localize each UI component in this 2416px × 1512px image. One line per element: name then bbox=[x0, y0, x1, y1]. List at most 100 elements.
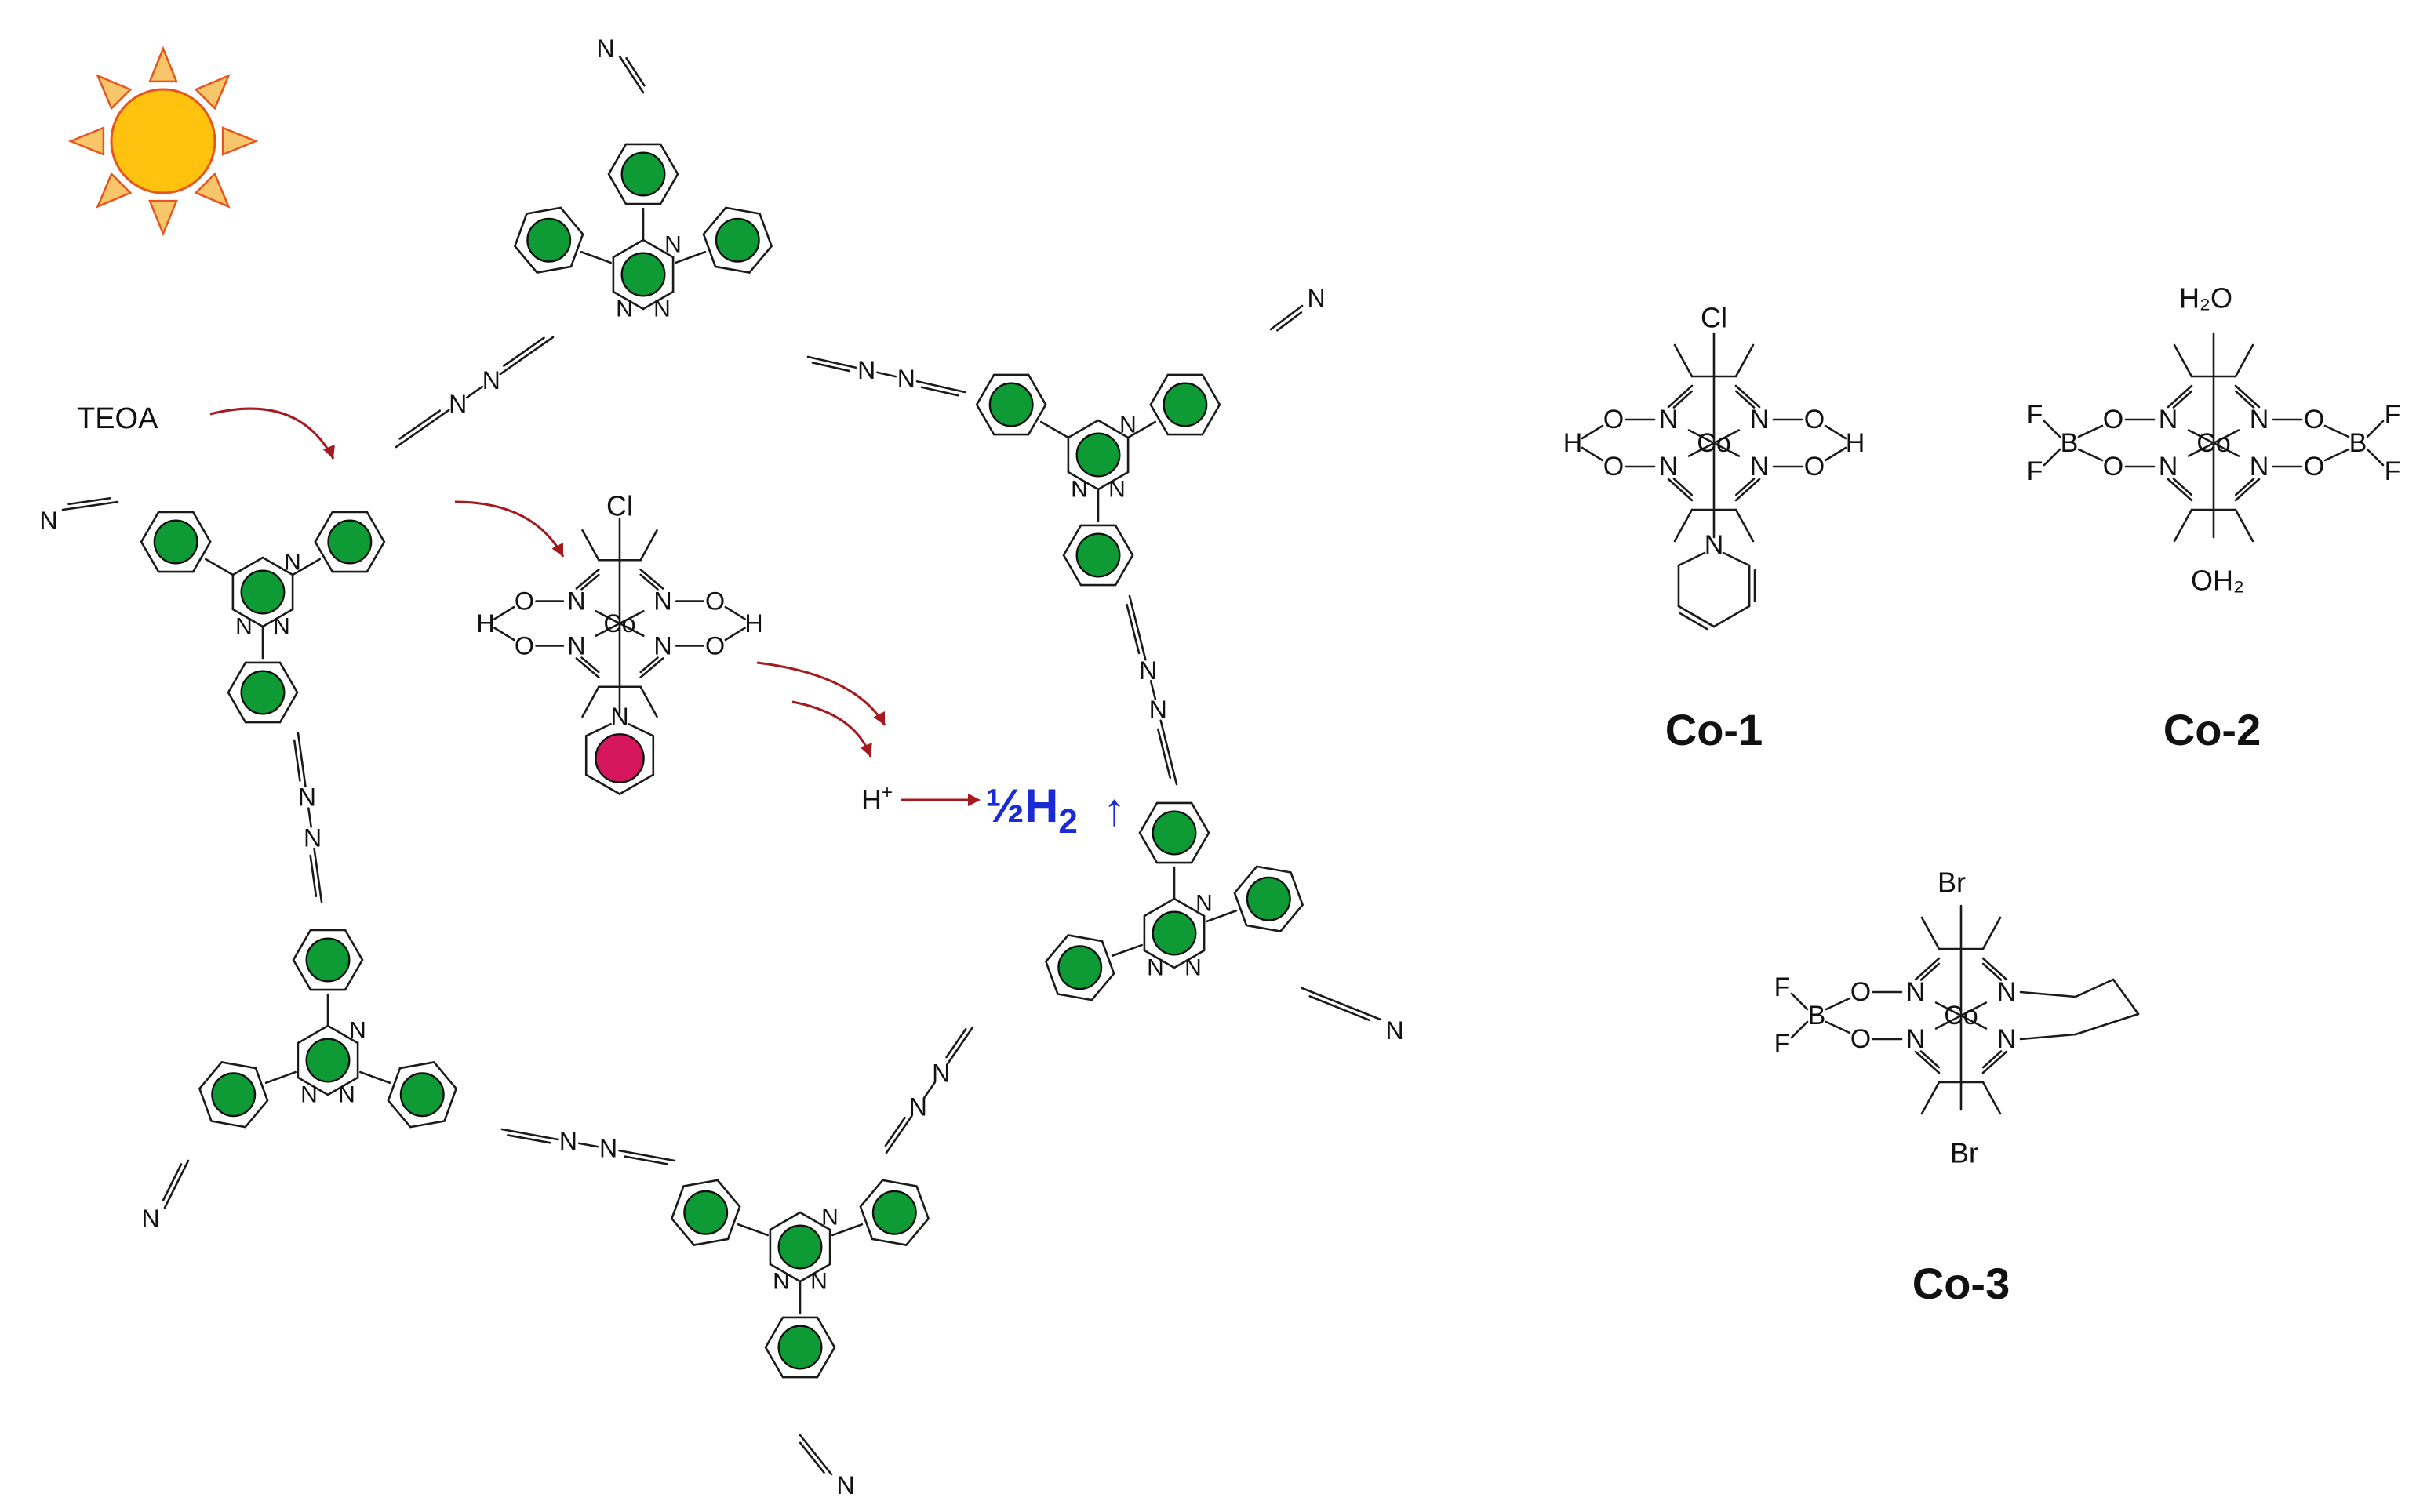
fluorine-atom: F bbox=[2385, 456, 2401, 486]
ring-nitrogen: N bbox=[1195, 891, 1213, 917]
aromatic-circle bbox=[305, 937, 351, 983]
sun-ray bbox=[221, 126, 259, 156]
imine-bond bbox=[799, 1441, 825, 1474]
aromatic-circle bbox=[305, 1038, 351, 1083]
pyridine-bond bbox=[618, 773, 655, 795]
c-n-double bbox=[1914, 1050, 1941, 1074]
imine-bond bbox=[618, 1149, 676, 1162]
imine-bond bbox=[806, 355, 857, 369]
terminal-nitrogen: N bbox=[1385, 1016, 1403, 1045]
reaction-arrow-head bbox=[873, 711, 886, 725]
pyridine-double bbox=[1677, 605, 1716, 628]
methyl bbox=[2234, 343, 2254, 378]
aromatic-circle bbox=[240, 670, 286, 715]
oxime-oxygen: O bbox=[1603, 452, 1624, 482]
linker-nitrogen: N bbox=[1149, 696, 1167, 724]
sun-disc bbox=[110, 88, 216, 194]
b-f-bond bbox=[1790, 992, 1809, 1011]
methyl bbox=[2173, 508, 2193, 543]
linker-nitrogen: N bbox=[897, 365, 915, 393]
co-n-bond bbox=[1687, 429, 1716, 445]
o-b-bond bbox=[1825, 997, 1851, 1011]
phenyl-ring bbox=[314, 511, 386, 573]
c-n-double bbox=[1734, 478, 1756, 496]
aryl-bond bbox=[737, 1223, 769, 1237]
aryl-bond bbox=[580, 250, 612, 264]
aromatic-circle bbox=[777, 1325, 823, 1370]
aromatic-circle bbox=[1163, 382, 1208, 427]
imine-bond bbox=[1301, 987, 1382, 1021]
c-n-double bbox=[1981, 1050, 2003, 1069]
c-n-double bbox=[580, 573, 600, 591]
pyridine-bond bbox=[584, 773, 621, 795]
oxime-oxygen: O bbox=[705, 632, 725, 660]
c-n-double bbox=[1981, 957, 2008, 981]
methyl bbox=[2234, 508, 2254, 543]
b-f-bond bbox=[2366, 420, 2385, 438]
ring-nitrogen: N bbox=[1147, 955, 1164, 981]
aryl-bond bbox=[291, 558, 322, 576]
alkyl-bond bbox=[2019, 990, 2077, 998]
n-n-bond bbox=[307, 807, 312, 828]
aromatic-circle bbox=[327, 519, 373, 565]
phenyl-ring bbox=[292, 929, 364, 991]
imine-bond bbox=[1308, 995, 1371, 1022]
bridging-hydrogen: H bbox=[744, 609, 762, 638]
triazine-node: NNN bbox=[513, 143, 773, 322]
aryl-bond bbox=[1126, 420, 1157, 439]
imine-bond bbox=[61, 500, 119, 511]
imine-bond bbox=[395, 409, 450, 449]
b-f-bond bbox=[1790, 1020, 1809, 1039]
oxime-nitrogen: N bbox=[2159, 452, 2178, 482]
fluorine-atom: F bbox=[2385, 400, 2401, 430]
aromatic-circle bbox=[240, 569, 286, 615]
n-n-bond bbox=[922, 1081, 937, 1099]
ring-outline bbox=[140, 511, 212, 573]
sun-ray bbox=[194, 172, 231, 209]
c-n-double bbox=[1914, 957, 1941, 981]
terminal-imine: N bbox=[1301, 987, 1404, 1045]
aromatic-circle bbox=[1152, 910, 1197, 956]
imine-bond bbox=[499, 336, 555, 376]
oxime-oxygen: O bbox=[515, 632, 534, 660]
c-n-double bbox=[1667, 384, 1694, 409]
c-n-double bbox=[575, 568, 600, 590]
aryl-bond bbox=[1111, 943, 1143, 958]
methyl bbox=[1981, 916, 2002, 950]
ring-nitrogen: N bbox=[653, 296, 671, 322]
imine-bond bbox=[1159, 719, 1178, 786]
h-bond bbox=[1581, 446, 1604, 462]
co-n-bond bbox=[2212, 429, 2240, 445]
ring-nitrogen: N bbox=[821, 1205, 839, 1230]
c-n-double bbox=[2167, 384, 2193, 409]
aryl-bond bbox=[1039, 420, 1070, 439]
h2-gas-arrow: ↑ bbox=[1103, 784, 1126, 835]
b-f-bond bbox=[2366, 448, 2385, 467]
ring-outline bbox=[292, 929, 364, 991]
ring-nitrogen: N bbox=[810, 1269, 828, 1295]
oxime-oxygen: O bbox=[515, 587, 534, 616]
oxime-oxygen: O bbox=[1804, 452, 1825, 482]
co3-label: Co-3 bbox=[1912, 1259, 2010, 1308]
ring-nitrogen: N bbox=[284, 550, 301, 576]
imine-bond bbox=[884, 1116, 906, 1147]
sun-icon bbox=[67, 45, 259, 237]
c-n-double bbox=[639, 573, 659, 591]
aryl-bond bbox=[1206, 909, 1238, 923]
b-f-bond bbox=[2043, 448, 2061, 467]
c-n-double bbox=[1734, 384, 1761, 409]
ring-outline bbox=[764, 1316, 836, 1379]
pyridine-bond bbox=[1712, 605, 1751, 628]
h-bond bbox=[724, 605, 746, 620]
reaction-arrows bbox=[209, 407, 981, 807]
chlorine-atom: Cl bbox=[1701, 302, 1727, 334]
imine-bond bbox=[503, 336, 545, 367]
oxime-nitrogen: N bbox=[1906, 977, 1926, 1007]
fluorine-atom: F bbox=[1774, 972, 1791, 1002]
phenyl-ring bbox=[670, 1179, 741, 1246]
c-n-double bbox=[580, 656, 600, 674]
c-n-double bbox=[1734, 390, 1756, 409]
bridging-hydrogen: H bbox=[476, 609, 494, 638]
methyl bbox=[639, 685, 658, 718]
